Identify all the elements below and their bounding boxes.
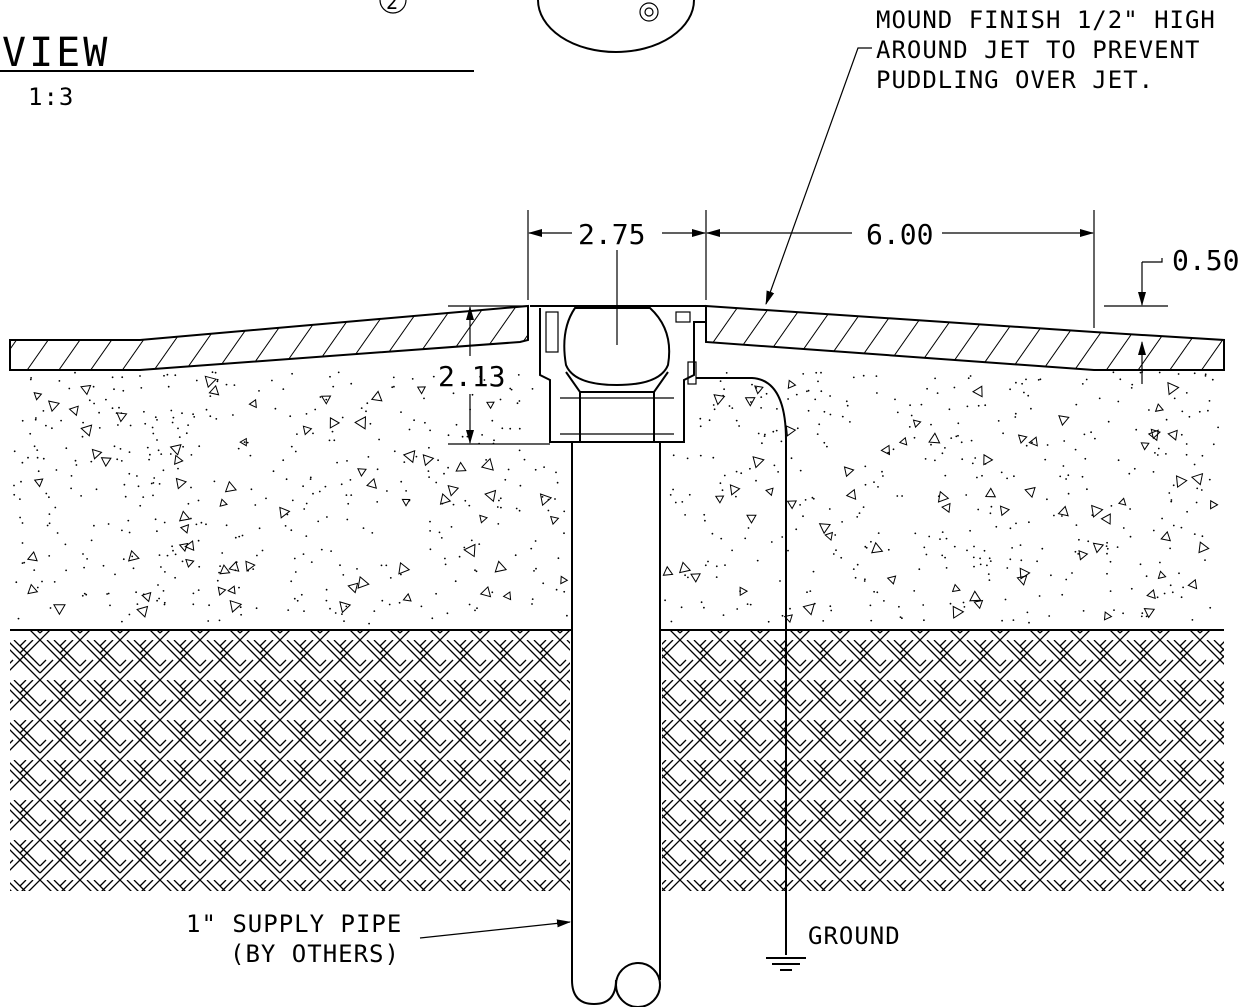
- ground-wire: [696, 377, 806, 971]
- dim-mound-height: 0.50: [1172, 244, 1239, 277]
- dim-mound-width: 6.00: [866, 218, 933, 251]
- supply-pipe: [571, 442, 662, 1007]
- view-title: VIEW: [2, 30, 110, 76]
- supply-pipe-label-line-2: (BY OTHERS): [230, 940, 400, 968]
- note-line-3: PUDDLING OVER JET.: [876, 66, 1154, 94]
- supply-pipe-label-line-1: 1" SUPPLY PIPE: [186, 910, 402, 938]
- jet-fitting: [530, 250, 707, 443]
- ground-label: GROUND: [808, 922, 901, 950]
- earth-layer: [10, 631, 1224, 891]
- plan-view-fragment: 2: [379, 0, 695, 53]
- view-title-block: VIEW 1:3: [0, 30, 474, 111]
- note-line-2: AROUND JET TO PREVENT: [876, 36, 1200, 64]
- concrete-aggregate: [13, 371, 1219, 625]
- view-scale: 1:3: [28, 83, 74, 111]
- dim-jet-depth: 2.13: [438, 360, 505, 393]
- callout-number: 2: [386, 0, 398, 14]
- component-labels: 1" SUPPLY PIPE (BY OTHERS) GROUND: [186, 910, 901, 968]
- dimension-lines: 2.75 6.00 0.50 2.13: [438, 210, 1239, 445]
- dim-jet-width: 2.75: [578, 218, 645, 251]
- note-line-1: MOUND FINISH 1/2" HIGH: [876, 6, 1216, 34]
- mound-finish-layer: [9, 304, 1225, 371]
- mound-note: MOUND FINISH 1/2" HIGH AROUND JET TO PRE…: [765, 6, 1216, 305]
